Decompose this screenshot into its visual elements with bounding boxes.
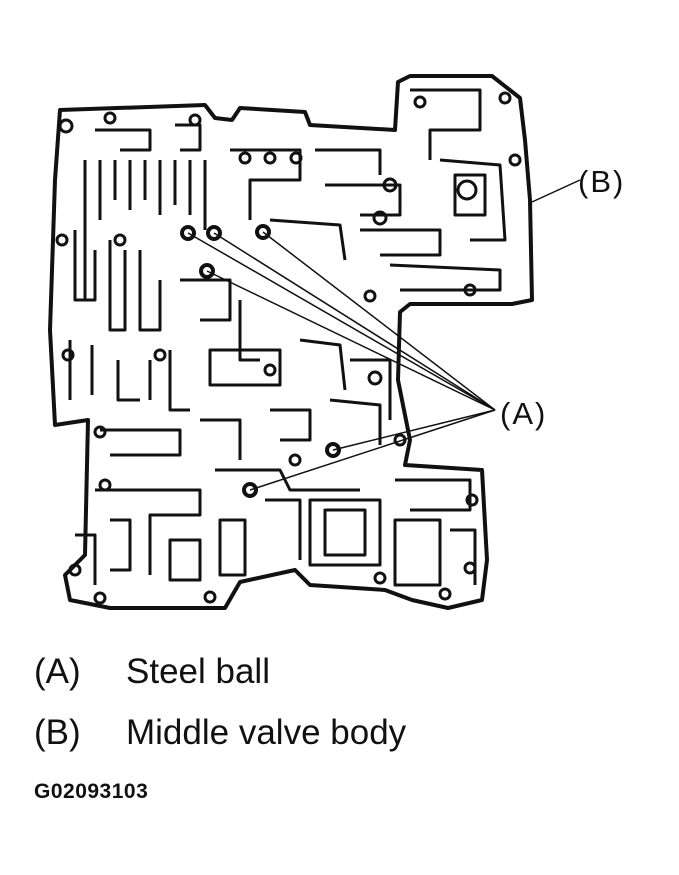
legend-text: Middle valve body bbox=[126, 713, 407, 752]
figure-code: G02093103 bbox=[34, 780, 149, 803]
legend-item-middle-valve-body: (B) Middle valve body bbox=[34, 713, 406, 753]
steel-ball bbox=[206, 225, 222, 241]
steel-ball bbox=[255, 224, 271, 240]
legend-text: Steel ball bbox=[126, 652, 270, 691]
callout-label-b: (B) bbox=[578, 164, 625, 199]
leader-lines-a bbox=[187, 231, 496, 491]
steel-ball bbox=[242, 482, 258, 498]
leader-line-b bbox=[531, 179, 581, 203]
valve-body-diagram: (A) (B) bbox=[48, 74, 625, 610]
legend-item-steel-ball: (A) Steel ball bbox=[34, 652, 270, 692]
steel-balls bbox=[180, 224, 341, 498]
legend-key: (A) bbox=[34, 652, 81, 691]
steel-ball bbox=[325, 442, 341, 458]
steel-ball bbox=[180, 225, 196, 241]
legend-key: (B) bbox=[34, 713, 81, 752]
valve-body-passages bbox=[68, 88, 507, 587]
steel-ball bbox=[199, 263, 215, 279]
valve-body-outline bbox=[48, 74, 534, 610]
callout-label-a: (A) bbox=[500, 396, 547, 431]
bolt-holes bbox=[55, 91, 522, 605]
